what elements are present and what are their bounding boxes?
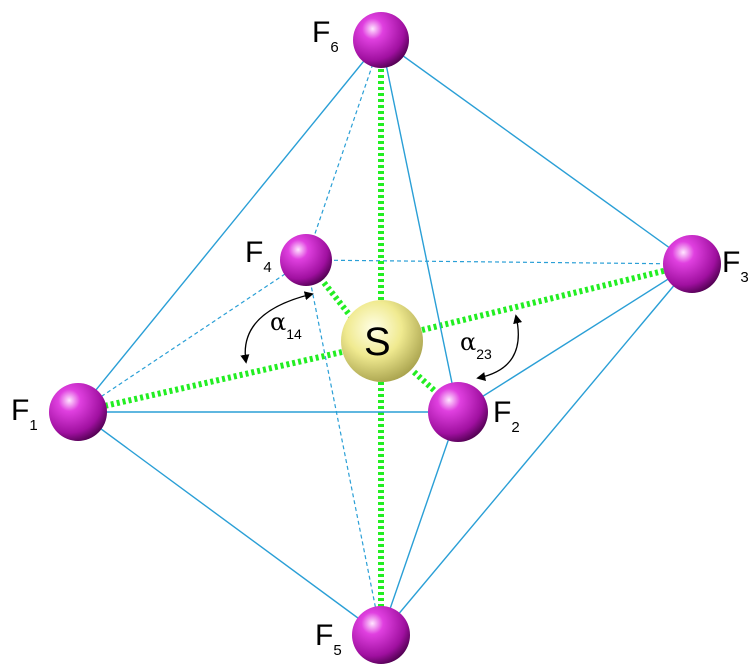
edge-f2-f5 bbox=[380, 411, 459, 636]
edge-f1-f6 bbox=[77, 39, 382, 413]
atom-f5 bbox=[352, 606, 410, 664]
bond-s-f3 bbox=[421, 261, 693, 333]
atom-f6 bbox=[353, 12, 409, 68]
bond-s-f1 bbox=[77, 349, 343, 415]
atom-f1 bbox=[49, 383, 107, 441]
atom-f2 bbox=[428, 382, 488, 442]
edge-f4-f6 bbox=[305, 39, 382, 261]
center-atom-label: S bbox=[364, 320, 391, 364]
label-f5: F5 bbox=[315, 619, 342, 659]
label-f2: F2 bbox=[493, 396, 520, 436]
angle-arrow-14 bbox=[240, 291, 314, 364]
atom-f3 bbox=[663, 235, 721, 293]
edge-f4-f3 bbox=[305, 259, 693, 265]
edge-f1-f4 bbox=[77, 259, 307, 413]
edge-f2-f3 bbox=[457, 263, 693, 413]
edge-f1-f5 bbox=[77, 411, 382, 636]
label-f4: F4 bbox=[245, 236, 272, 276]
label-f6: F6 bbox=[312, 16, 339, 56]
angle-arrow-23 bbox=[476, 314, 523, 382]
atom-s bbox=[341, 300, 423, 382]
edge-f6-f3 bbox=[380, 39, 693, 265]
atom-f4 bbox=[280, 234, 332, 286]
edge-f6-f2 bbox=[380, 39, 459, 413]
edge-f3-f5 bbox=[380, 263, 693, 636]
angle-label-14: α14 bbox=[270, 308, 302, 342]
label-f3: F3 bbox=[722, 246, 749, 286]
edge-f4-f5 bbox=[305, 259, 382, 636]
hidden-edges bbox=[77, 39, 693, 636]
angle-label-23: α23 bbox=[460, 328, 492, 362]
visible-edges bbox=[77, 39, 693, 636]
label-f1: F1 bbox=[11, 394, 38, 434]
